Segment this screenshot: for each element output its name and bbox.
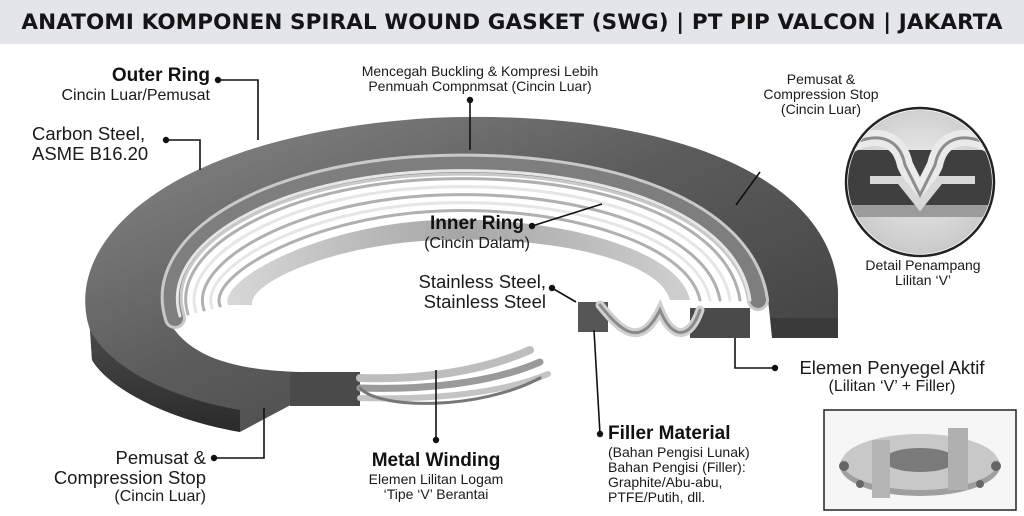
v-section-cut: [595, 299, 705, 338]
bottom-left-label: Pemusat & Compression Stop (Cincin Luar): [54, 448, 206, 505]
title-bar: ANATOMI KOMPONEN SPIRAL WOUND GASKET (SW…: [0, 0, 1024, 44]
filler-line3: Graphite/Abu-abu,: [608, 473, 723, 490]
inner-ring-title: Inner Ring: [430, 213, 524, 234]
outer-ring-title: Outer Ring: [111, 65, 210, 86]
buckling-line1: Mencegah Buckling & Kompresi Lebih: [361, 63, 599, 79]
carbon-steel-line1: Carbon Steel,: [32, 123, 146, 144]
carbon-steel-line2: ASME B16.20: [32, 142, 149, 164]
bottom-left-line3: (Cincin Luar): [114, 487, 206, 505]
buckling-line2: Penmuah Compnmsat (Cincin Luar): [368, 78, 592, 95]
outer-ring-sub: Cincin Luar/Pemusat: [61, 86, 210, 104]
filler-line2: Bahan Pengisi (Filler):: [608, 458, 746, 475]
leader-lines: [166, 79, 775, 459]
bottom-left-line2: Compression Stop: [53, 466, 206, 488]
top-right-line1: Pemusat &: [786, 71, 856, 87]
filler-line1: (Bahan Pengisi Lunak): [608, 443, 750, 460]
page-title: ANATOMI KOMPONEN SPIRAL WOUND GASKET (SW…: [21, 9, 1003, 35]
detail-label: Detail Penampang Lilitan ‘V’: [848, 257, 998, 289]
loose-windings: [356, 346, 551, 405]
filler-label: Filler Material (Bahan Pengisi Lunak) Ba…: [608, 423, 750, 505]
inner-ring-sub: (Cincin Dalam): [424, 234, 530, 252]
metal-winding-line2: ‘Tipe ‘V’ Berantai: [383, 485, 489, 502]
gasket-inner-ring: [227, 219, 690, 305]
metal-winding-line1: Elemen Lilitan Logam: [368, 470, 504, 487]
leader-dots: [162, 76, 779, 462]
stainless-line2: Stainless Steel: [423, 290, 546, 312]
detail-circle: [844, 106, 996, 258]
buckling-label: Mencegah Buckling & Kompresi Lebih Penmu…: [330, 63, 630, 95]
top-right-line3: (Cincin Luar): [780, 101, 862, 118]
top-right-label: Pemusat & Compression Stop (Cincin Luar): [736, 71, 906, 118]
sealing-line2: (Lilitan ‘V’ + Filler): [828, 377, 956, 395]
stainless-label: Stainless Steel, Stainless Steel: [418, 272, 546, 312]
detail-line1: Detail Penampang: [865, 257, 981, 273]
inner-ring-label: Inner Ring (Cincin Dalam): [402, 213, 552, 252]
metal-winding-spiral: [160, 153, 769, 329]
filler-title: Filler Material: [608, 423, 731, 444]
outer-ring-label: Outer Ring Cincin Luar/Pemusat: [61, 65, 210, 104]
metal-winding-label: Metal Winding Elemen Lilitan Logam ‘Tipe…: [336, 450, 536, 502]
sealing-line1: Elemen Penyegel Aktif: [799, 357, 985, 378]
top-right-line2: Compression Stop: [763, 86, 879, 103]
filler-blocks: [290, 302, 750, 406]
sealing-label: Elemen Penyegel Aktif (Lilitan ‘V’ + Fil…: [782, 358, 1002, 395]
flange-image: [823, 409, 1017, 511]
bottom-left-line1: Pemusat &: [115, 447, 207, 468]
filler-line4: PTFE/Putih, dll.: [608, 488, 706, 505]
metal-winding-title: Metal Winding: [371, 450, 501, 471]
detail-line2: Lilitan ‘V’: [894, 272, 952, 289]
carbon-steel-label: Carbon Steel, ASME B16.20: [32, 124, 148, 164]
stainless-line1: Stainless Steel,: [418, 271, 546, 292]
